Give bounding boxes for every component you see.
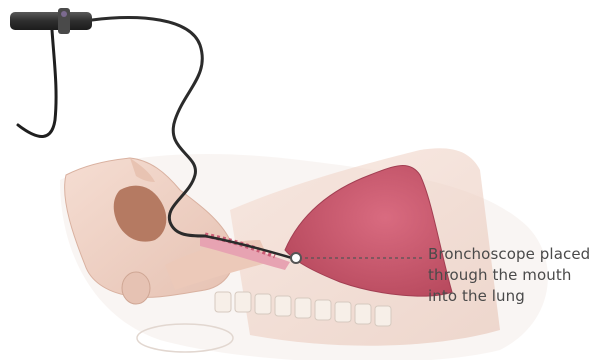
callout-label: Bronchoscope placed through the mouth in… [428,244,590,307]
callout-line-1: Bronchoscope placed [428,244,590,265]
bronchoscope-handle [10,8,92,136]
callout-line-3: into the lung [428,286,590,307]
callout-line-2: through the mouth [428,265,590,286]
callout-marker [291,253,301,263]
ear [122,272,150,304]
